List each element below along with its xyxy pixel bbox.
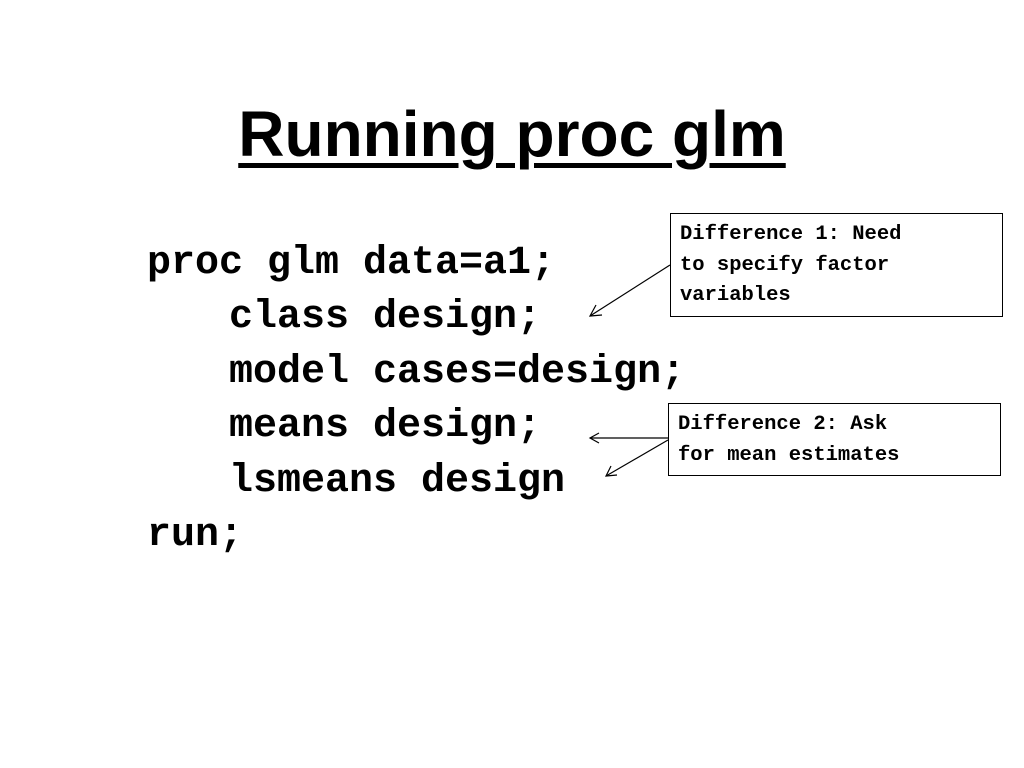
code-line-class: class design; bbox=[229, 295, 542, 341]
code-block: proc glm data=a1; class design; model ca… bbox=[147, 237, 685, 563]
callout-difference-2: Difference 2: Ask for mean estimates bbox=[668, 403, 1001, 476]
callout-1-line-2: to specify factor bbox=[680, 253, 890, 277]
callout-2-line-2: for mean estimates bbox=[678, 443, 900, 467]
code-line-run: run; bbox=[147, 512, 244, 558]
code-line-lsmeans: lsmeans design bbox=[229, 458, 566, 504]
code-line-means: means design; bbox=[229, 404, 542, 450]
slide-title-text: Running proc glm bbox=[238, 98, 786, 170]
code-line-proc: proc glm data=a1; bbox=[147, 241, 556, 286]
slide-title: Running proc glm bbox=[0, 96, 1024, 172]
callout-difference-1: Difference 1: Need to specify factor varia… bbox=[670, 213, 1003, 317]
code-line-model: model cases=design; bbox=[229, 349, 686, 395]
callout-2-line-1: Difference 2: Ask bbox=[678, 413, 888, 436]
callout-1-line-1: Difference 1: Need bbox=[680, 223, 902, 246]
callout-1-line-3: variables bbox=[680, 284, 791, 307]
